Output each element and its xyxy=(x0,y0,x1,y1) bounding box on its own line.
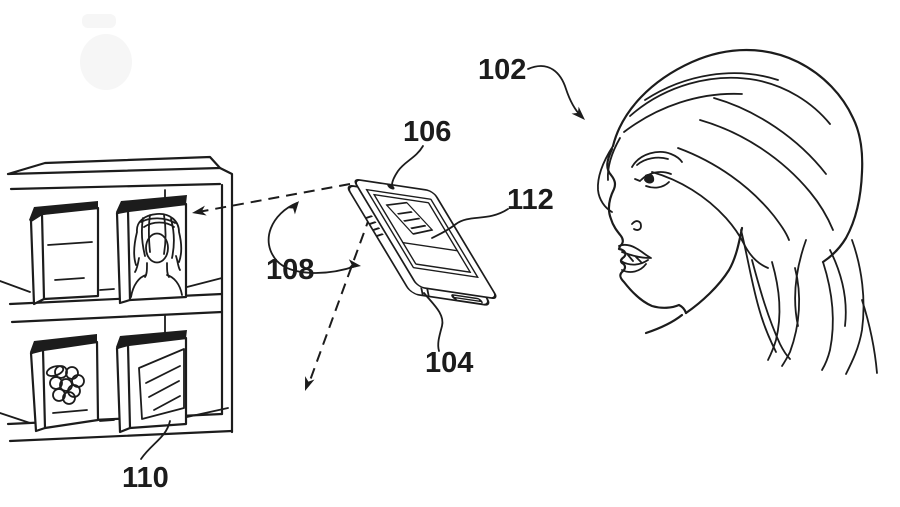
axis-arrowhead xyxy=(305,376,315,391)
lower-eyelid xyxy=(645,181,670,189)
gaze-arrowhead xyxy=(192,205,207,216)
upper-lip xyxy=(618,243,652,259)
book-grapes xyxy=(29,334,100,433)
book-top-edge xyxy=(116,195,187,214)
gaze-line-to-book xyxy=(197,183,351,213)
sight-lines xyxy=(192,183,371,391)
leader-102-arrowhead xyxy=(571,106,585,120)
hair xyxy=(597,48,878,375)
cover-angled-art xyxy=(138,348,185,420)
shelf-top-board xyxy=(6,155,222,176)
arc-arrowhead-top xyxy=(287,201,299,215)
eyebrow xyxy=(631,151,683,168)
side-buttons xyxy=(365,215,430,297)
book-spine-edge xyxy=(126,343,132,430)
leader-112 xyxy=(431,208,509,239)
book-body xyxy=(29,340,100,433)
reference-numerals: 102 106 112 108 104 110 xyxy=(122,54,554,494)
book-portrait xyxy=(115,195,188,305)
arc-arrowhead-bottom xyxy=(347,259,361,270)
previous-axis-line xyxy=(307,215,371,387)
leader-106 xyxy=(391,145,424,186)
book-spine-edge xyxy=(41,348,47,430)
bookshelf xyxy=(0,155,234,443)
shelf-interior-lines xyxy=(0,189,229,424)
jaw-line xyxy=(684,226,744,315)
leader-lines xyxy=(140,65,585,460)
iris xyxy=(644,173,655,184)
book-spine-edge xyxy=(40,212,46,301)
face-details xyxy=(618,151,683,273)
book-cover-text-lines xyxy=(47,241,93,281)
label-110: 110 xyxy=(122,462,169,494)
cover-grapes-art xyxy=(45,365,88,414)
cover-portrait-art xyxy=(130,213,183,298)
shelf-top-board-face xyxy=(9,182,222,191)
book-top-edge xyxy=(116,330,187,349)
device-screen xyxy=(373,193,472,273)
camera-lens-dot xyxy=(387,183,395,190)
leader-102 xyxy=(527,65,582,117)
mouth-line xyxy=(621,251,651,263)
screen-toolbar-divider xyxy=(401,241,459,252)
shelf-right-panel-outer xyxy=(218,166,234,434)
book-body xyxy=(29,206,100,306)
device xyxy=(347,178,497,306)
label-112: 112 xyxy=(507,184,554,216)
nostril xyxy=(631,220,642,231)
leader-104 xyxy=(423,292,444,352)
book-spine-edge xyxy=(126,209,132,302)
book-top-edge xyxy=(30,334,97,354)
leader-110 xyxy=(140,420,171,460)
screen-book-image xyxy=(385,201,434,235)
label-106: 106 xyxy=(403,116,451,148)
label-108: 108 xyxy=(266,254,314,286)
label-104: 104 xyxy=(425,347,473,379)
lower-lip xyxy=(620,259,649,273)
eyebrow-underline xyxy=(636,156,669,166)
book-top-edge xyxy=(29,201,98,222)
person-head xyxy=(597,48,878,375)
rotation-arc xyxy=(267,202,357,274)
port-hatch xyxy=(453,295,482,304)
label-102: 102 xyxy=(478,54,526,86)
book-angled xyxy=(115,330,188,434)
throat-line xyxy=(644,313,684,335)
face-profile xyxy=(606,147,688,315)
scan-artifact xyxy=(80,14,132,90)
book-plain xyxy=(29,201,100,306)
device-bezel xyxy=(365,188,479,279)
eye-corner-lash xyxy=(634,178,641,182)
